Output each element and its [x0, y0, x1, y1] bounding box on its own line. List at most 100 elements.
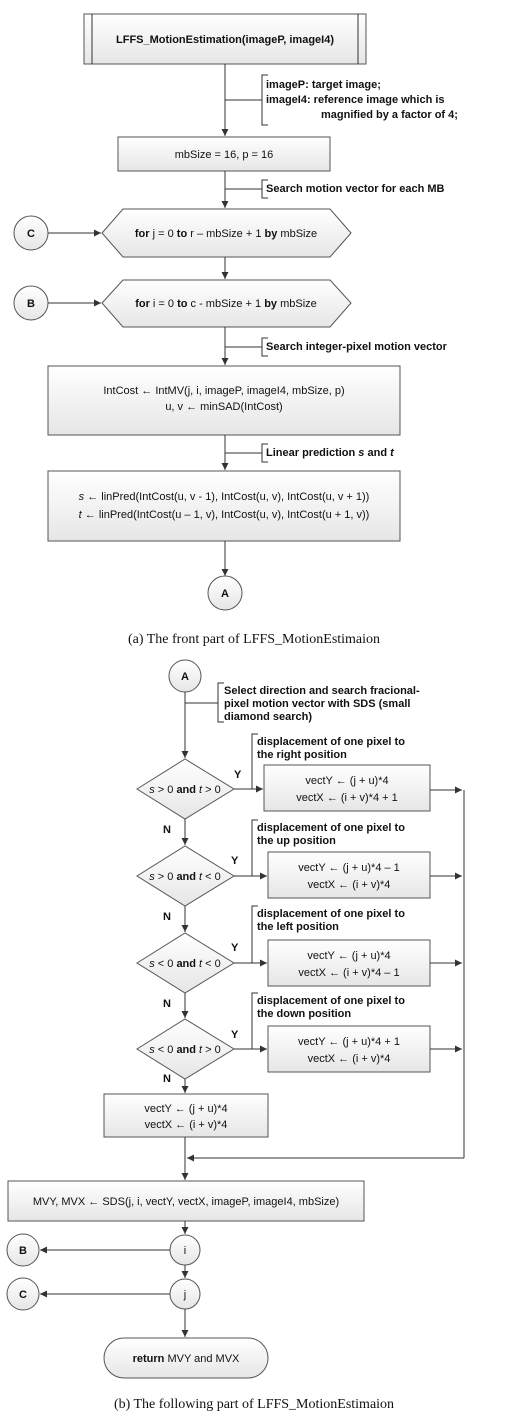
part-b-right-x-text: vectX ← (i + v)*4 + 1	[296, 792, 397, 804]
decision-3: s < 0 and t < 0	[136, 932, 235, 994]
part-a-connector-c-text: C	[27, 228, 35, 240]
part-b-note-select-1-text: Select direction and search fracional-	[224, 685, 420, 697]
label-text: return MVY and MVX	[133, 1353, 240, 1365]
part-b-up-y-text: vectY ← (j + u)*4 – 1	[298, 862, 400, 874]
note-search-mb: Search motion vector for each MB	[225, 179, 445, 199]
note-integer: Search integer-pixel motion vector	[225, 337, 448, 357]
loop-j-end: j	[169, 1278, 201, 1310]
part-b-cond-2-op2-text: < 0	[202, 871, 221, 883]
loop-i-end: i	[169, 1234, 201, 1266]
part-b-note-left-2-text: the left position	[257, 921, 339, 933]
part-b-note-down-1-text: displacement of one pixel to	[257, 995, 405, 1007]
connector-a-top: A	[207, 575, 243, 611]
note-images: imageP: target image; imageI4: reference…	[225, 74, 458, 126]
part-b-cond-2-b-text: t	[196, 871, 203, 883]
part-a-note-integer-text: Search integer-pixel motion vector	[266, 341, 448, 353]
part-b-ret-kw-text: return	[133, 1353, 165, 1365]
label-text: s > 0 and t > 0	[149, 784, 221, 796]
part-a-loop-i-kw-by-text: by	[264, 298, 278, 310]
intcost-box: IntCost ← IntMV(j, i, imageP, imageI4, m…	[47, 365, 401, 436]
note-right: displacement of one pixel to the right p…	[251, 733, 405, 789]
part-b-note-left-1-text: displacement of one pixel to	[257, 908, 405, 920]
part-b-default-y-text: vectY ← (j + u)*4	[144, 1103, 227, 1115]
label-text: for j = 0 to r – mbSize + 1 by mbSize	[135, 228, 317, 240]
connector-c-bottom: C	[6, 1277, 40, 1311]
part-a-connector-b-text: B	[27, 298, 35, 310]
part-b-connector-b-text: B	[19, 1245, 27, 1257]
yes-label-3: Y	[231, 942, 239, 954]
part-b-cond-4-and-text: and	[176, 1044, 196, 1056]
loop-i-hexagon: for i = 0 to c - mbSize + 1 by mbSize	[101, 279, 352, 328]
caption-b: (b) The following part of LFFS_MotionEst…	[114, 1397, 394, 1412]
title-box: LFFS_MotionEstimation(imageP, imageI4)	[83, 13, 367, 65]
part-a-loop-j-kw-to-text: to	[177, 228, 188, 240]
part-b-cond-1-op1-text: > 0	[155, 784, 177, 796]
part-b-cond-3-a-text: s	[149, 958, 155, 970]
part-a-loop-i-mid2-text: c - mbSize + 1	[187, 298, 264, 310]
note-select: Select direction and search fracional- p…	[185, 682, 420, 723]
part-a-loop-j-end-text: mbSize	[277, 228, 317, 240]
caption-a: (a) The front part of LFFS_MotionEstimai…	[128, 632, 380, 647]
part-b-loop-j-text: j	[183, 1289, 186, 1301]
part-b-sds-text: MVY, MVX ← SDS(j, i, vectY, vectX, image…	[33, 1196, 339, 1208]
part-a-note-image-i4-text: imageI4: reference image which is	[266, 94, 445, 106]
yes-label-2: Y	[231, 855, 239, 867]
part-b-note-select-2-text: pixel motion vector with SDS (small	[224, 698, 410, 710]
part-a-loop-j-mid-text: j = 0	[150, 228, 177, 240]
part-b-default-x-text: vectX ← (i + v)*4	[145, 1119, 228, 1131]
part-b-loop-i-text: i	[184, 1245, 186, 1257]
part-a-connector-a-text: A	[221, 588, 229, 600]
part-a-note-linear-s-text: s	[358, 447, 364, 459]
part-a-pred-s-v-text: s	[79, 491, 85, 503]
decision-2: s > 0 and t < 0	[136, 845, 235, 907]
part-a-pred-s-rest-text: ← linPred(IntCost(u, v - 1), IntCost(u, …	[84, 491, 369, 503]
part-b-note-right-1-text: displacement of one pixel to	[257, 736, 405, 748]
part-b-cond-3-op1-text: < 0	[155, 958, 177, 970]
init-box: mbSize = 16, p = 16	[117, 136, 331, 172]
part-b-up-x-text: vectX ← (i + v)*4	[308, 879, 391, 891]
connector-c-top: C	[13, 215, 49, 251]
part-b-cond-1-a-text: s	[149, 784, 155, 796]
part-a-note-image-i4-2-text: magnified by a factor of 4;	[321, 109, 458, 121]
label-text: s < 0 and t < 0	[149, 958, 221, 970]
box-down: vectY ← (j + u)*4 + 1 vectX ← (i + v)*4	[267, 1025, 431, 1073]
part-a-loop-i-kw-for-text: for	[135, 298, 150, 310]
part-a-note-linear-t-text: t	[390, 447, 395, 459]
decision-1: s > 0 and t > 0	[136, 758, 235, 820]
part-a-loop-i-end-text: mbSize	[277, 298, 317, 310]
part-a-pred-t-rest-text: ← linPred(IntCost(u – 1, v), IntCost(u, …	[82, 509, 370, 521]
part-b-cond-4-a-text: s	[149, 1044, 155, 1056]
part-b-cond-3-op2-text: < 0	[202, 958, 221, 970]
label-text: s > 0 and t < 0	[149, 871, 221, 883]
part-b-note-down-2-text: the down position	[257, 1008, 351, 1020]
part-b-left-y-text: vectY ← (j + u)*4	[307, 950, 390, 962]
note-down: displacement of one pixel to the down po…	[251, 992, 405, 1049]
label-text: t ← linPred(IntCost(u – 1, v), IntCost(u…	[79, 509, 370, 521]
part-b-cond-2-a-text: s	[149, 871, 155, 883]
prediction-box: s ← linPred(IntCost(u, v - 1), IntCost(u…	[47, 470, 401, 542]
box-left: vectY ← (j + u)*4 vectX ← (i + v)*4 – 1	[267, 939, 431, 987]
part-b-note-up-2-text: the up position	[257, 835, 336, 847]
part-b-down-y-text: vectY ← (j + u)*4 + 1	[298, 1036, 400, 1048]
note-left: displacement of one pixel to the left po…	[251, 905, 405, 963]
no-label-2: N	[163, 911, 171, 923]
part-a-init-text: mbSize = 16, p = 16	[175, 149, 273, 161]
connector-b-bottom: B	[6, 1233, 40, 1267]
box-default: vectY ← (j + u)*4 vectX ← (i + v)*4	[103, 1093, 269, 1138]
label-text: s < 0 and t > 0	[149, 1044, 221, 1056]
part-a-loop-i-mid-text: i = 0	[150, 298, 177, 310]
part-b-cond-1-and-text: and	[176, 784, 196, 796]
part-b-cond-3-b-text: t	[196, 958, 203, 970]
part-b-cond-2-op1-text: > 0	[155, 871, 177, 883]
connector-b-top: B	[13, 285, 49, 321]
part-b-cond-4-op2-text: > 0	[202, 1044, 221, 1056]
part-a-note-linear-pre-text: Linear prediction	[266, 447, 358, 459]
label-text: for i = 0 to c - mbSize + 1 by mbSize	[135, 298, 317, 310]
part-b-connector-c-text: C	[19, 1289, 27, 1301]
connector-a-bottom: A	[168, 659, 202, 693]
part-b-right-y-text: vectY ← (j + u)*4	[305, 775, 388, 787]
box-up: vectY ← (j + u)*4 – 1 vectX ← (i + v)*4	[267, 851, 431, 899]
part-b-cond-4-b-text: t	[196, 1044, 203, 1056]
part-b-left-x-text: vectX ← (i + v)*4 – 1	[298, 967, 399, 979]
